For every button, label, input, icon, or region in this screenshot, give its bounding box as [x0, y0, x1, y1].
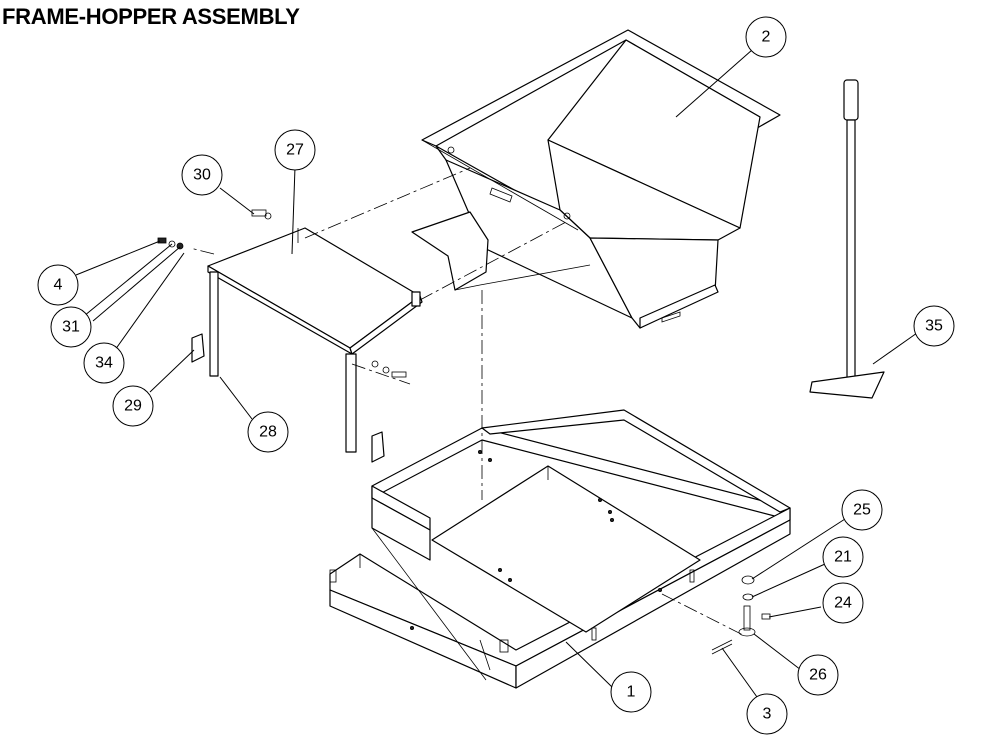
callout-1: 1	[610, 671, 652, 713]
callout-label: 28	[259, 424, 277, 441]
hopper-lid-part	[207, 227, 423, 453]
callout-4: 4	[37, 264, 79, 306]
callout-label: 25	[853, 502, 871, 519]
frame-part	[329, 409, 791, 689]
callout-21: 21	[822, 536, 864, 578]
callout-28: 28	[247, 411, 289, 453]
assembly-centerlines	[189, 167, 746, 637]
callout-label: 24	[834, 595, 852, 612]
callout-2: 2	[745, 16, 787, 58]
callout-label: 29	[124, 398, 142, 415]
callout-27: 27	[274, 129, 316, 171]
callout-25: 25	[841, 489, 883, 531]
leader-lines	[75, 49, 918, 698]
diagram-title: FRAME-HOPPER ASSEMBLY	[2, 4, 300, 29]
callout-3: 3	[746, 693, 788, 735]
callout-label: 34	[95, 355, 113, 372]
callout-label: 31	[62, 319, 80, 336]
callout-34: 34	[83, 342, 125, 384]
callout-label: 30	[193, 167, 211, 184]
callout-24: 24	[822, 582, 864, 624]
stand-part	[809, 79, 885, 399]
callout-31: 31	[50, 306, 92, 348]
callout-label: 4	[54, 277, 63, 294]
callout-label: 26	[809, 667, 827, 684]
callout-label: 1	[627, 684, 636, 701]
callout-30: 30	[181, 154, 223, 196]
hardware-parts	[157, 209, 771, 655]
callout-35: 35	[913, 305, 955, 347]
callout-29: 29	[112, 385, 154, 427]
callout-label: 21	[834, 549, 852, 566]
callout-label: 2	[762, 29, 771, 46]
callout-label: 3	[763, 706, 772, 723]
hopper-part	[411, 29, 781, 329]
callout-label: 35	[925, 318, 943, 335]
callout-label: 27	[286, 142, 304, 159]
callout-26: 26	[797, 654, 839, 696]
